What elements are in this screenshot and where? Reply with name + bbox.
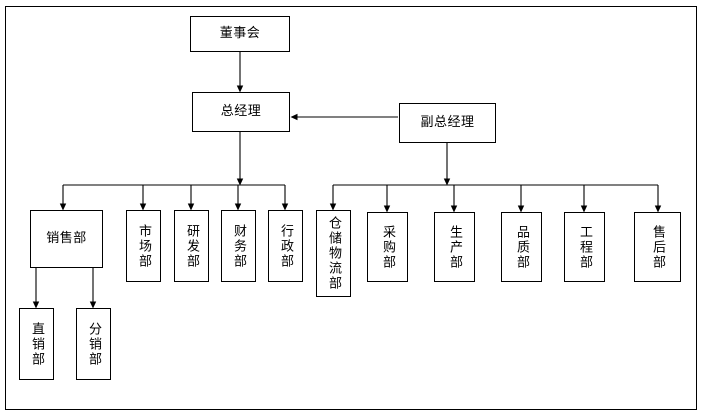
node-procurement[interactable]: 采购部 <box>367 212 408 282</box>
node-sales[interactable]: 销售部 <box>30 210 103 268</box>
node-board[interactable]: 董事会 <box>190 16 290 52</box>
node-general-manager[interactable]: 总经理 <box>192 92 290 132</box>
node-marketing[interactable]: 市场部 <box>126 210 161 282</box>
node-after-sales[interactable]: 售后部 <box>634 212 681 282</box>
node-quality[interactable]: 品质部 <box>501 212 542 282</box>
node-direct-sales[interactable]: 直销部 <box>19 308 54 380</box>
node-production[interactable]: 生产部 <box>434 212 475 282</box>
node-finance[interactable]: 财务部 <box>221 210 256 282</box>
node-administration[interactable]: 行政部 <box>268 210 303 282</box>
node-rnd[interactable]: 研发部 <box>174 210 209 282</box>
node-deputy-manager[interactable]: 副总经理 <box>399 103 496 143</box>
node-engineering[interactable]: 工程部 <box>564 212 605 282</box>
node-distribution[interactable]: 分销部 <box>76 308 111 380</box>
node-warehouse[interactable]: 仓储物流部 <box>316 210 351 297</box>
diagram-frame <box>5 6 697 410</box>
